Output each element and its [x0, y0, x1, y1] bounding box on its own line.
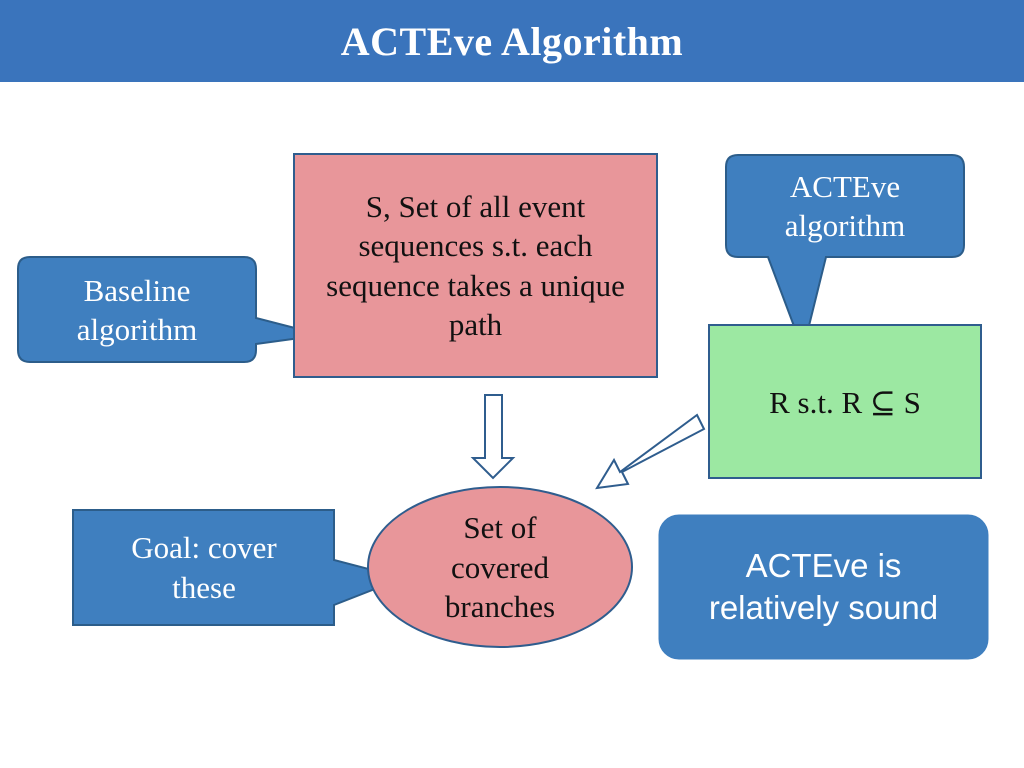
soundness-note-shape [658, 514, 989, 660]
subset-r-text: R s.t. R ⊆ S [712, 330, 978, 475]
title-bar: ACTEve Algorithm [0, 0, 1024, 82]
soundness-note-text: ACTEve is relatively sound [665, 520, 982, 654]
soundness-note-label: ACTEve is relatively sound [708, 547, 939, 626]
covered-branches-text: Set of covered branches [400, 495, 600, 640]
goal-callout-shape [72, 509, 407, 626]
acteve-callout-shape [725, 154, 965, 354]
acteve-callout-label: ACTEve algorithm [784, 168, 906, 243]
goal-callout-label: Goal: cover these [131, 530, 277, 605]
covered-branches-ellipse [367, 486, 633, 648]
diagonal-arrow-icon [595, 413, 706, 490]
set-s-text: S, Set of all event sequences s.t. each … [306, 160, 645, 371]
set-s-label: S, Set of all event sequences s.t. each … [326, 188, 625, 342]
acteve-callout-text: ACTEve algorithm [732, 160, 958, 252]
subset-r-box [708, 324, 982, 479]
down-arrow-icon [470, 394, 516, 480]
subset-r-label: R s.t. R ⊆ S [769, 384, 921, 420]
slide-title: ACTEve Algorithm [340, 18, 684, 64]
set-s-box [293, 153, 658, 378]
covered-branches-label: Set of covered branches [444, 510, 556, 625]
baseline-callout-shape [17, 256, 323, 363]
baseline-callout-text: Baseline algorithm [24, 262, 250, 358]
baseline-callout-label: Baseline algorithm [76, 272, 198, 347]
goal-callout-text: Goal: cover these [80, 515, 328, 620]
